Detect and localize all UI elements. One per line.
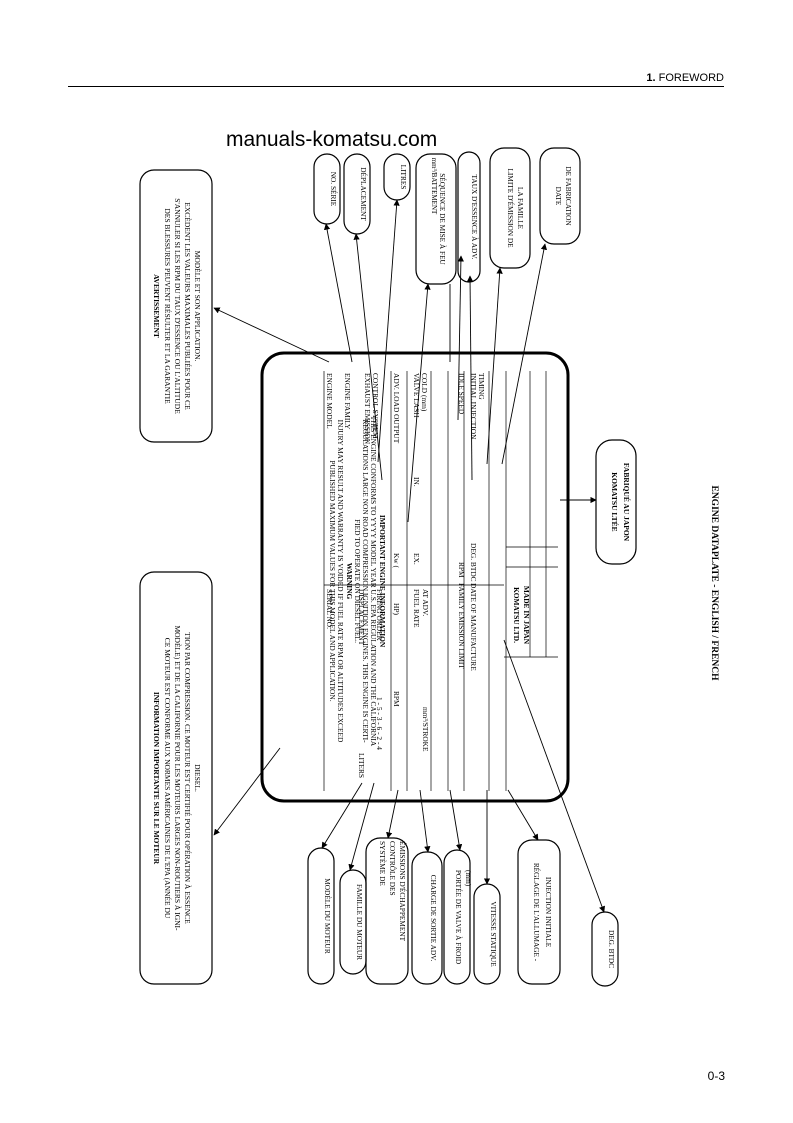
plate-warning-line: INJURY MAY RESULT AND WARRANTY IS VOIDED… <box>336 420 345 743</box>
plate-exhaust-2: CONTROL SYSTEM <box>371 373 380 439</box>
plate-initial-2: TIMING <box>477 373 486 400</box>
plate-conform-line: THIS ENGINE CONFORMS TO YYYY MODEL YEAR … <box>369 416 378 747</box>
dataplate-frame <box>260 351 570 803</box>
plate-family-emission: FAMILY EMISSION LIMIT <box>457 583 466 669</box>
plate-idle: IDLE SPEED <box>457 373 466 415</box>
plate-japan: MADE IN JAPAN <box>522 586 531 645</box>
plate-rpm2: RPM <box>457 562 466 578</box>
label-portee-1: PORTÉE DE VALVE À FROID <box>454 870 464 964</box>
plate-liters: LITERS <box>357 753 366 778</box>
avertissement-text: AVERTISSEMENT DES BLESSURES PEUVENT RÉSU… <box>152 198 203 414</box>
info-line: TION PAR COMPRESSION. CE MOTEUR EST CERT… <box>183 632 193 924</box>
label-deplacement: DÉPLACEMENT <box>359 167 369 221</box>
plate-valve-1: VALVE LASH <box>412 373 421 418</box>
label-portee-2: (mm) <box>464 870 473 887</box>
plate-serial-no: SERIAL NO. <box>325 589 334 629</box>
avert-line: MODÈLE ET SON APPLICATION. <box>193 251 203 362</box>
plate-kw: Kw ( <box>392 553 401 569</box>
avert-title: AVERTISSEMENT <box>152 274 161 338</box>
plate-conform-line: FIED TO OPERATE ON DIESEL FUEL. <box>353 519 362 643</box>
label-limite-2: LA FAMILLE <box>516 187 525 230</box>
plate-title: IMPORTANT ENGINE INFORMATION <box>378 515 387 648</box>
information-box <box>139 571 213 985</box>
information-text: INFORMATION IMPORTANTE SUR LE MOTEUR CE … <box>152 625 202 931</box>
plate-engine-model: ENGINE MODEL <box>325 373 334 429</box>
figure-caption: ENGINE DATAPLATE - ENGLISH / FRENCH <box>709 485 719 681</box>
chapter-number: 1. <box>646 72 656 84</box>
avert-line: EXCÈDENT LES VALEURS MAXIMALES PUBLIÉES … <box>183 202 193 410</box>
dataplate-content: IMPORTANT ENGINE INFORMATION THIS ENGINE… <box>323 371 558 791</box>
plate-warning-line: PUBLISHED MAXIMUM VALUES FOR THIS MODEL … <box>328 460 337 701</box>
plate-in: IN. <box>412 477 421 487</box>
label-date-1: DATE <box>554 187 563 206</box>
plate-adv-load: ADV. LOAD OUTPUT <box>392 373 401 444</box>
label-battement: mm³/BATTEMENT <box>430 158 438 215</box>
label-sequence: SÉQUENCE DE MISE À FEU <box>438 173 448 265</box>
info-title: INFORMATION IMPORTANTE SUR LE MOTEUR <box>152 692 161 865</box>
plate-displacement: DISPLACEMENT <box>357 589 366 646</box>
page-number: 0-3 <box>707 1069 725 1083</box>
plate-firing-seq: 1 - 5 - 3 - 6 - 2 - 4 <box>375 697 384 750</box>
chapter-title: FOREWORD <box>658 72 724 84</box>
plate-engine-family: ENGINE FAMILY <box>343 373 352 430</box>
plate-ex: EX. <box>412 553 421 565</box>
komatsu-fr-line2: FABRIQUÉ AU JAPON <box>622 463 632 542</box>
label-systeme-2: CONTRÔLE DES <box>388 841 398 896</box>
plate-exhaust-1: EXHAUST EMISSION <box>363 373 372 445</box>
avert-line: DES BLESSURES PEUVENT RÉSULTER ET LA GAR… <box>163 208 173 404</box>
label-limite-1: LIMITE D'ÉMISSION DE <box>506 168 516 248</box>
info-line: DIESEL. <box>193 764 202 792</box>
info-line: MODÈLE) ET DE LA CALIFORNIE POUR LES MOT… <box>173 625 183 931</box>
label-vitesse: VITESSE STATIQUE <box>489 901 498 967</box>
plate-conform-line: REGULATIONS LARGE NON ROAD COMPRESSION I… <box>361 419 370 743</box>
plate-hp: HP) <box>392 603 401 615</box>
plate-deg-btdc: DEG. BTDC <box>469 543 478 582</box>
label-famille: FAMILLE DU MOTEUR <box>355 884 364 960</box>
plate-initial-1: INITIAL INJECTION <box>469 373 478 440</box>
label-modele: MODÈLE DU MOTEUR <box>323 878 333 954</box>
label-deg: DEG. BTDC <box>607 930 616 968</box>
avert-line: S'ANNULER SI LES RPM DU TAUX D'ESSENCE O… <box>173 198 182 414</box>
label-litres: LITRES <box>399 165 408 190</box>
leader-lines <box>213 199 606 913</box>
komatsu-fr-line1: KOMATSU LTÉE <box>610 472 620 531</box>
plate-fuel-rate-1: FUEL RATE <box>412 589 421 628</box>
info-line: CE MOTEUR EST CONFORME AUX NORMES AMÉRIC… <box>163 638 173 919</box>
label-date-2: DE FABRICATION <box>564 166 573 226</box>
label-systeme-1: SYSTÈME DE <box>378 841 388 886</box>
header-rule <box>68 86 724 87</box>
plate-komatsu: KOMATSU LTD. <box>512 587 521 643</box>
plate-fuel-rate-2: AT ADV. <box>421 589 430 616</box>
avertissement-box <box>139 169 213 443</box>
label-reglage-1: RÉGLAGE DE L'ALLUMAGE - <box>532 863 542 962</box>
chapter-header: 1. FOREWORD <box>646 72 724 84</box>
watermark: manuals-komatsu.com <box>226 128 438 151</box>
plate-firing-order: FIRING ORDER <box>375 589 384 641</box>
label-taux: TAUX D'ESSENCE À ADV. <box>470 175 480 260</box>
plate-stroke: mm³/STROKE <box>421 707 430 752</box>
label-reglage-2: INJECTION INITIALE <box>544 877 553 948</box>
label-charge: CHARGE DE SORTIE ADV. <box>429 875 438 962</box>
plate-date-manu: DATE OF MANUFACTURE <box>469 583 478 671</box>
label-no-serie: NO. SÉRIE <box>329 172 339 207</box>
plate-rpm1: RPM <box>392 691 401 707</box>
label-systeme-3: ÉMISSIONS D'ÉCHAPPEMENT <box>398 841 408 942</box>
plate-valve-2: COLD (mm) <box>420 373 429 412</box>
plate-warning-title: WARNING <box>345 563 354 600</box>
